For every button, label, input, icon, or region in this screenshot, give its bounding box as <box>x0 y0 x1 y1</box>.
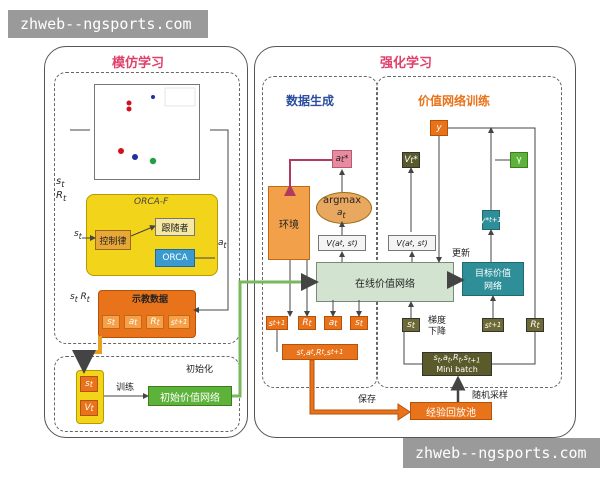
plot-point <box>151 95 155 99</box>
reward-label: Rt <box>56 190 67 203</box>
value-train-frame <box>376 76 562 388</box>
replay-buffer-box: 经验回放池 <box>410 402 492 420</box>
watermark-bottom: zhweb--ngsports.com <box>403 438 600 468</box>
y-next-box: y*t+1 <box>480 210 502 230</box>
state-label: st <box>56 176 65 189</box>
imitation-inner-frame <box>54 72 240 344</box>
plot-legend <box>164 87 196 107</box>
follower-box: 跟随者 <box>155 218 195 236</box>
demo-data-title: 示教数据 <box>132 295 169 305</box>
demo-in-state: st Rt <box>70 292 90 304</box>
plot-point <box>118 148 124 154</box>
orca-f-title: ORCA-F <box>134 197 169 207</box>
mini-batch-box: st,at,Rt,st+1 Mini batch <box>422 352 492 376</box>
target-y-box: y <box>430 120 448 136</box>
train-label: 训练 <box>116 383 135 393</box>
demo-plot-thumbnail <box>94 84 200 180</box>
orca-out-action: at <box>218 238 227 250</box>
reinforcement-learning-title: 强化学习 <box>380 56 433 71</box>
plot-point <box>126 100 132 106</box>
demo-plot-svg <box>118 87 196 165</box>
init-label: 初始化 <box>186 365 214 375</box>
argmax-label: argmax <box>323 195 362 206</box>
demo-data-block <box>98 290 196 338</box>
save-label: 保存 <box>358 395 377 405</box>
grad-descent-label: 梯度下降 <box>428 316 447 337</box>
control-law-box: 控制律 <box>95 230 131 250</box>
init-value-net-box: 初始价值网络 <box>148 386 232 406</box>
orca-box: ORCA <box>155 249 195 267</box>
environment-box: 环境 <box>268 186 310 260</box>
plot-point <box>149 157 157 165</box>
gamma-box: γ <box>510 152 528 168</box>
imitation-learning-title: 模仿学习 <box>112 56 165 71</box>
plot-point <box>126 106 132 112</box>
argmax-sub: at <box>337 208 346 220</box>
orca-in-state: st <box>74 229 82 241</box>
watermark-top: zhweb--ngsports.com <box>8 10 208 38</box>
plot-point <box>132 154 138 160</box>
data-gen-title: 数据生成 <box>286 94 335 108</box>
value-train-title: 价值网络训练 <box>418 94 491 108</box>
target-value-net-box: 目标价值网络 <box>462 262 524 296</box>
online-value-net-box: 在线价值网络 <box>316 262 454 302</box>
random-sample-label: 随机采样 <box>472 391 509 401</box>
update-label: 更新 <box>452 249 471 259</box>
